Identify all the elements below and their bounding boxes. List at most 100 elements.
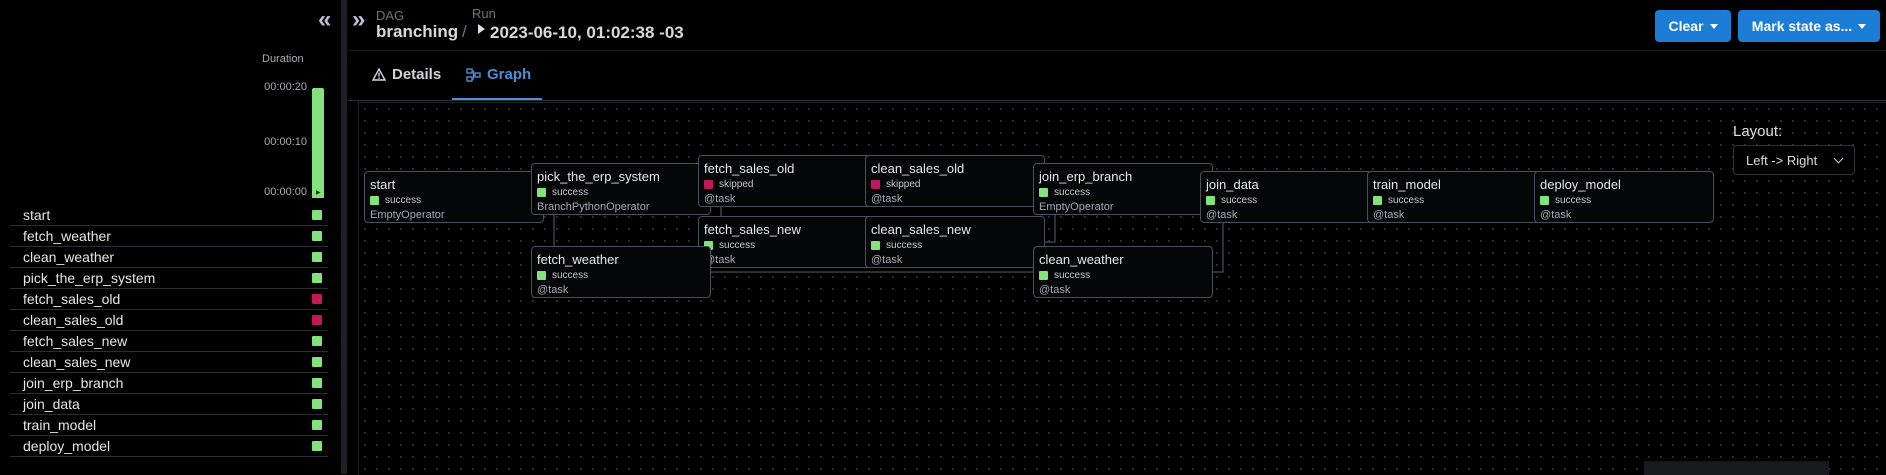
node-task-name: pick_the_erp_system [537,169,660,184]
node-state: success [1039,270,1090,281]
task-row[interactable]: start [10,205,328,226]
task-instance-status[interactable] [312,294,322,304]
node-task-name: clean_weather [1039,252,1124,267]
state-square-icon [1039,188,1048,197]
node-state-label: skipped [719,179,754,190]
clear-button[interactable]: Clear [1655,10,1731,42]
node-task-name: join_erp_branch [1039,169,1133,184]
node-task-name: join_data [1206,177,1259,192]
header-divider [348,50,1886,51]
node-task-name: deploy_model [1540,177,1621,192]
node-state-label: success [719,240,756,251]
task-name: clean_weather [23,249,115,265]
details-panel: » DAG branching / Run 2023-06-10, 01:02:… [348,0,1886,475]
task-instance-status[interactable] [312,231,322,241]
task-name: join_erp_branch [23,375,124,391]
node-state: success [1206,195,1257,206]
panel-splitter[interactable] [341,0,347,474]
task-instance-status[interactable] [312,441,322,451]
double-chevron-left-icon[interactable]: « [318,6,332,33]
task-name: join_data [23,396,80,412]
node-operator-type: @task [871,254,903,266]
node-task-name: start [370,177,396,192]
node-operator-type: EmptyOperator [370,209,445,221]
node-task-name: train_model [1373,177,1441,192]
grid-panel: « Duration 00:00:20 00:00:10 00:00:00 ▶ … [0,0,340,474]
tab-graph[interactable]: Graph [466,66,531,83]
task-row[interactable]: clean_sales_old [10,310,328,331]
task-name: fetch_weather [23,228,111,244]
node-state: skipped [871,179,920,190]
task-instance-status[interactable] [312,252,322,262]
layout-label: Layout: [1733,123,1783,140]
task-row[interactable]: clean_weather [10,247,328,268]
node-state-label: success [886,240,923,251]
node-state: skipped [704,179,753,190]
mark-state-button-label: Mark state as... [1751,18,1853,34]
node-state: success [871,240,922,251]
task-row[interactable]: join_data [10,394,328,415]
node-state: success [537,187,588,198]
duration-tick: 00:00:10 [264,136,307,148]
node-state-label: success [1221,195,1258,206]
task-instance-status[interactable] [312,378,322,388]
node-operator-type: @task [871,193,903,205]
state-square-icon [704,180,713,189]
tab-details[interactable]: Details [372,66,441,83]
graph-icon [466,67,481,82]
graph-minimap[interactable] [1644,461,1829,475]
task-instance-status[interactable] [312,315,322,325]
node-state: success [1039,187,1090,198]
task-instance-status[interactable] [312,273,322,283]
task-row[interactable]: fetch_sales_new [10,331,328,352]
node-state: success [1540,195,1591,206]
state-square-icon [1373,196,1382,205]
node-operator-type: BranchPythonOperator [537,201,650,213]
task-row[interactable]: fetch_sales_old [10,289,328,310]
state-square-icon [537,188,546,197]
tabs-divider [348,100,1886,101]
node-state: success [704,240,755,251]
task-row[interactable]: pick_the_erp_system [10,268,328,289]
node-state-label: success [1054,270,1091,281]
state-square-icon [370,196,379,205]
double-chevron-right-icon[interactable]: » [352,6,366,33]
node-state-label: success [1555,195,1592,206]
node-task-name: fetch_weather [537,252,619,267]
task-row[interactable]: clean_sales_new [10,352,328,373]
node-state: success [537,270,588,281]
task-instance-status[interactable] [312,420,322,430]
task-row[interactable]: deploy_model [10,436,328,457]
node-operator-type: @task [704,254,736,266]
breadcrumb-dag-label: DAG [376,8,405,23]
task-instance-status[interactable] [312,399,322,409]
node-task-name: clean_sales_old [871,161,965,176]
breadcrumb-run-value[interactable]: 2023-06-10, 01:02:38 -03 [490,23,684,42]
mark-state-button[interactable]: Mark state as... [1738,10,1880,42]
run-duration-bar[interactable] [312,88,324,198]
task-row[interactable]: fetch_weather [10,226,328,247]
layout-select[interactable]: Left -> Right [1733,145,1855,175]
task-row[interactable]: join_erp_branch [10,373,328,394]
state-square-icon [1540,196,1549,205]
active-tab-indicator [452,98,542,100]
task-instance-status[interactable] [312,210,322,220]
task-instance-status[interactable] [312,357,322,367]
breadcrumb-dag-link[interactable]: branching [376,22,459,41]
state-square-icon [704,241,713,250]
task-row[interactable]: train_model [10,415,328,436]
task-instance-status[interactable] [312,336,322,346]
